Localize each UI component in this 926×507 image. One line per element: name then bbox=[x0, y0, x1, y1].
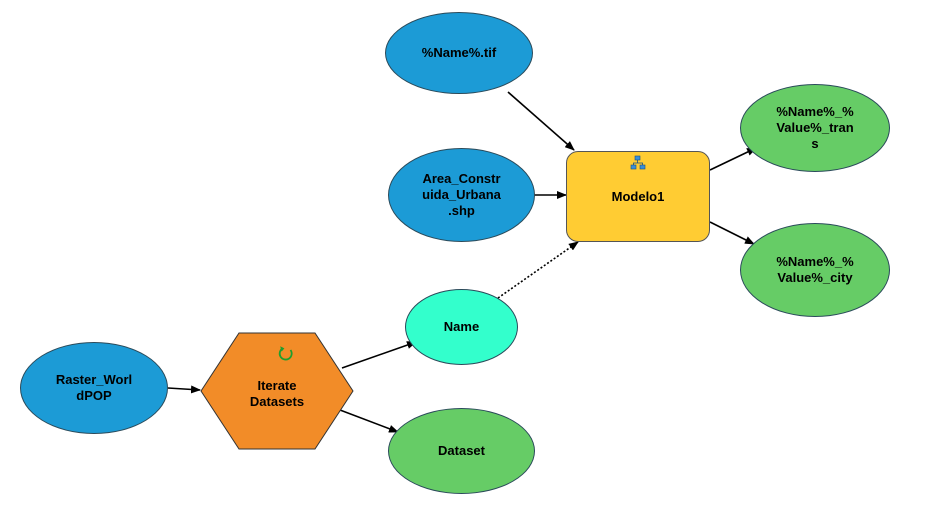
iterator-iterate-datasets[interactable]: Iterate Datasets bbox=[200, 332, 354, 450]
model-tool-label: Modelo1 bbox=[611, 188, 665, 204]
input-name-tif-node[interactable]: %Name%.tif bbox=[385, 12, 533, 94]
model-tool-modelo1[interactable]: Modelo1 bbox=[566, 151, 710, 242]
variable-name-label: Name bbox=[443, 319, 480, 334]
output-trans-label: %Name%_% Value%_tran s bbox=[776, 104, 854, 151]
output-city-node[interactable]: %Name%_% Value%_city bbox=[740, 223, 890, 317]
connector-nametif-to-modelo1 bbox=[507, 91, 575, 151]
iterator-label: Iterate Datasets bbox=[249, 378, 305, 409]
input-raster-worldpop-label: Raster_Worl dPOP bbox=[55, 372, 133, 403]
input-raster-worldpop-node[interactable]: Raster_Worl dPOP bbox=[20, 342, 168, 434]
output-trans-node[interactable]: %Name%_% Value%_tran s bbox=[740, 84, 890, 172]
connector-raster-to-iterate bbox=[167, 385, 201, 394]
variable-name-node[interactable]: Name bbox=[405, 289, 518, 365]
input-area-construida-node[interactable]: Area_Constr uida_Urbana .shp bbox=[388, 148, 535, 242]
iterator-hexagon-shape bbox=[200, 332, 354, 450]
connector-iterate-to-name bbox=[341, 341, 417, 369]
output-dataset-label: Dataset bbox=[438, 443, 485, 458]
connector-name-to-modelo1 bbox=[497, 241, 579, 299]
connector-iterate-to-dataset bbox=[339, 409, 399, 433]
connector-modelo1-to-city bbox=[709, 221, 755, 245]
input-area-construida-label: Area_Constr uida_Urbana .shp bbox=[422, 171, 501, 218]
connector-modelo1-to-trans bbox=[709, 147, 757, 171]
model-tool-icon bbox=[630, 155, 646, 176]
input-name-tif-label: %Name%.tif bbox=[421, 45, 497, 60]
output-city-label: %Name%_% Value%_city bbox=[776, 254, 854, 285]
output-dataset-node[interactable]: Dataset bbox=[388, 408, 535, 494]
